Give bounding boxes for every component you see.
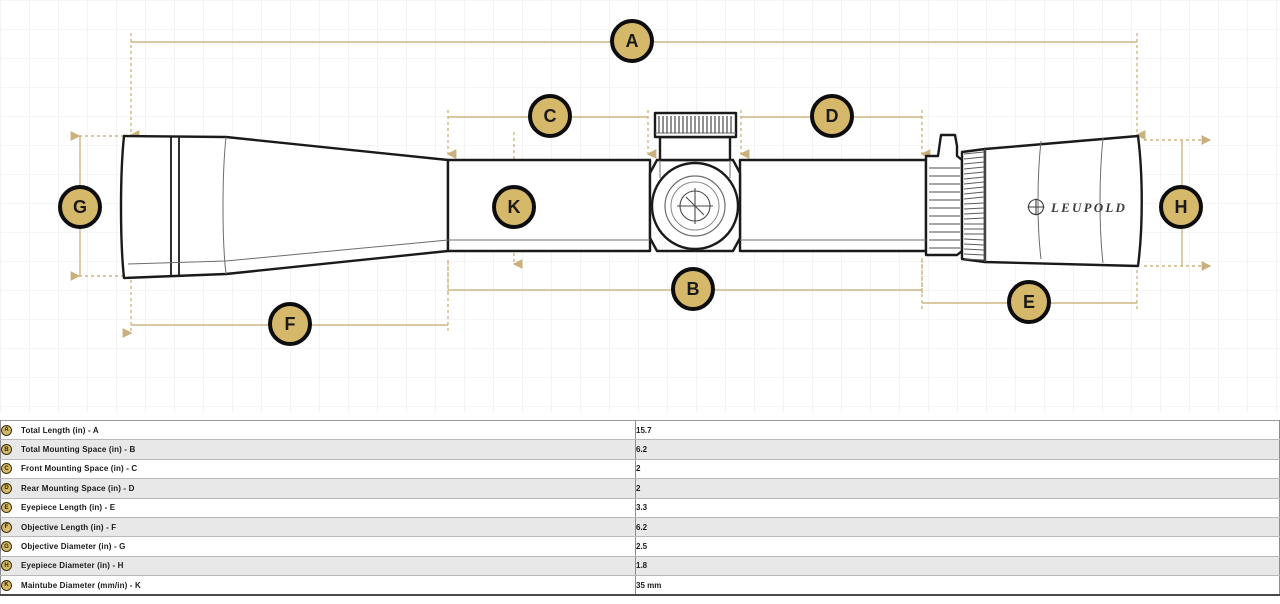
spec-key-badge-b: B [1, 444, 12, 456]
spec-label-text: Total Length (in) - A [21, 425, 99, 435]
callout-badge-h[interactable]: H [1159, 185, 1203, 229]
spec-label-cell: B Total Mounting Space (in) - B [0, 439, 636, 460]
callout-badge-g[interactable]: G [58, 185, 102, 229]
spec-key-badge-c: C [1, 463, 12, 475]
spec-value-cell: 1.8 [635, 556, 1280, 577]
table-row: K Maintube Diameter (mm/in) - K 35 mm [0, 575, 1280, 596]
spec-value-cell: 3.3 [635, 498, 1280, 518]
spec-label-cell: D Rear Mounting Space (in) - D [0, 478, 636, 499]
leupold-wordmark: LEUPOLD [1050, 200, 1127, 215]
callout-label-e: E [1022, 291, 1035, 312]
table-row: G Objective Diameter (in) - G 2.5 [0, 536, 1280, 557]
spec-value-cell: 2 [635, 459, 1280, 480]
spec-label-row: C Front Mounting Space (in) - C [1, 463, 635, 475]
turret-knurling [658, 116, 732, 133]
callout-badge-c[interactable]: C [528, 94, 572, 138]
dimension-lines [70, 33, 1212, 338]
spec-label-cell: G Objective Diameter (in) - G [0, 536, 636, 557]
table-row: C Front Mounting Space (in) - C 2 [0, 459, 1280, 480]
leupold-logo-mark [1027, 198, 1045, 216]
spec-label-text: Rear Mounting Space (in) - D [21, 483, 135, 493]
callout-label-f: F [284, 313, 296, 334]
spec-label-cell: K Maintube Diameter (mm/in) - K [0, 575, 636, 596]
callout-badge-k[interactable]: K [492, 185, 536, 229]
spec-label-row: G Objective Diameter (in) - G [1, 541, 635, 553]
spec-value-cell: 15.7 [635, 420, 1280, 441]
power-ring-ribs [929, 167, 960, 249]
diopter-knurling [963, 151, 985, 261]
spec-label-text: Objective Length (in) - F [21, 522, 117, 532]
spec-key-badge-h: H [1, 560, 12, 572]
table-row: B Total Mounting Space (in) - B 6.2 [0, 439, 1280, 460]
spec-key-badge-f: F [1, 521, 12, 533]
spec-label-row: E Eyepiece Length (in) - E [1, 502, 635, 514]
leupold-crosshair-mark-turret [677, 188, 713, 224]
callout-badge-b[interactable]: B [671, 267, 715, 311]
callout-label-k: K [507, 196, 521, 217]
callout-badge-f[interactable]: F [268, 302, 312, 346]
spec-label-row: D Rear Mounting Space (in) - D [1, 482, 635, 494]
table-row: E Eyepiece Length (in) - E 3.3 [0, 498, 1280, 518]
spec-label-cell: E Eyepiece Length (in) - E [0, 498, 636, 518]
spec-label-row: B Total Mounting Space (in) - B [1, 444, 635, 456]
spec-label-text: Total Mounting Space (in) - B [21, 445, 136, 455]
spec-key-badge-e: E [1, 502, 12, 514]
spec-label-row: K Maintube Diameter (mm/in) - K [1, 579, 635, 591]
spec-key-badge-k: K [1, 579, 12, 591]
callout-badge-d[interactable]: D [810, 94, 854, 138]
spec-label-cell: A Total Length (in) - A [0, 420, 636, 441]
callout-label-d: D [825, 105, 839, 126]
spec-key-badge-a: A [1, 424, 12, 436]
riflescope-diagram: LEUPOLD A B C D E F G H K [0, 0, 1280, 412]
table-row: H Eyepiece Diameter (in) - H 1.8 [0, 556, 1280, 577]
scope-body-outline [119, 111, 1143, 280]
table-row: D Rear Mounting Space (in) - D 2 [0, 478, 1280, 499]
spec-label-cell: C Front Mounting Space (in) - C [0, 459, 636, 480]
callout-label-b: B [686, 278, 700, 299]
spec-key-badge-d: D [1, 482, 12, 494]
spec-label-text: Front Mounting Space (in) - C [21, 464, 138, 474]
spec-label-row: F Objective Length (in) - F [1, 521, 635, 533]
spec-value-cell: 2 [635, 478, 1280, 499]
callout-badge-e[interactable]: E [1007, 280, 1051, 324]
table-row: A Total Length (in) - A 15.7 [0, 420, 1280, 441]
spec-value-cell: 6.2 [635, 517, 1280, 538]
callout-label-g: G [72, 196, 87, 217]
spec-label-text: Maintube Diameter (mm/in) - K [21, 580, 141, 590]
callout-label-h: H [1174, 196, 1188, 217]
spec-label-text: Eyepiece Diameter (in) - H [21, 561, 124, 571]
riflescope-technical-drawing: LEUPOLD [70, 33, 1212, 338]
spec-label-text: Objective Diameter (in) - G [21, 542, 126, 552]
spec-label-cell: F Objective Length (in) - F [0, 517, 636, 538]
spec-label-cell: H Eyepiece Diameter (in) - H [0, 556, 636, 577]
spec-label-row: A Total Length (in) - A [1, 424, 635, 436]
callout-label-a: A [625, 30, 639, 51]
spec-value-cell: 35 mm [635, 575, 1280, 596]
spec-label-row: H Eyepiece Diameter (in) - H [1, 560, 635, 572]
spec-value-cell: 6.2 [635, 439, 1280, 460]
spec-key-badge-g: G [1, 541, 12, 553]
callout-badge-a[interactable]: A [610, 19, 654, 63]
spec-value-cell: 2.5 [635, 536, 1280, 557]
table-row: F Objective Length (in) - F 6.2 [0, 517, 1280, 538]
callout-label-c: C [543, 105, 557, 126]
spec-label-text: Eyepiece Length (in) - E [21, 503, 116, 513]
